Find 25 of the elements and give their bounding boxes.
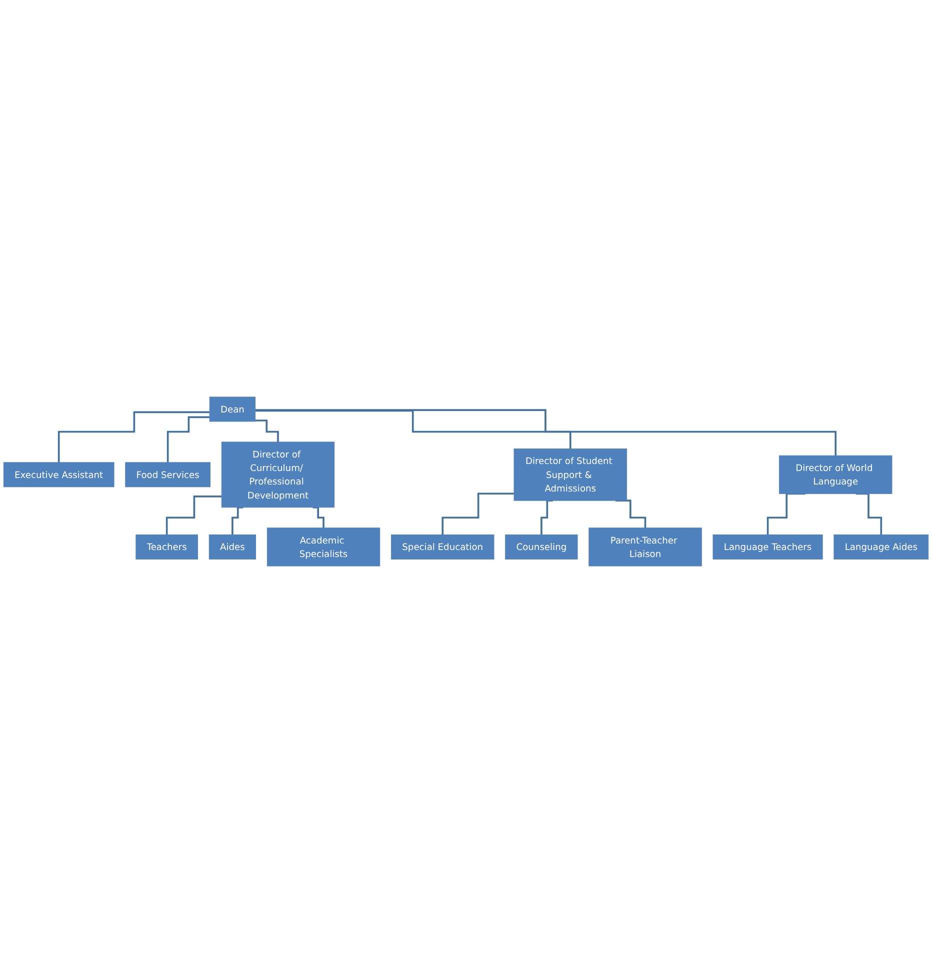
connector xyxy=(232,506,244,536)
node-box: Food Services xyxy=(125,462,210,488)
connector xyxy=(442,492,514,536)
node-box: Special Education xyxy=(391,534,494,560)
node-box: Director of World Language xyxy=(779,455,892,494)
connector xyxy=(312,506,324,529)
node-box: Teachers xyxy=(136,534,198,560)
connector xyxy=(166,496,222,536)
node-box: Language Aides xyxy=(834,534,929,560)
node-box: Parent-Teacher Liaison xyxy=(588,528,702,566)
node-box: Director of Curriculum/ Professional Development xyxy=(221,442,335,508)
node-box: Aides xyxy=(208,534,256,560)
node-box: Dean xyxy=(209,396,256,422)
connector xyxy=(766,492,806,536)
connector xyxy=(166,416,210,464)
connector xyxy=(255,420,279,443)
connector xyxy=(58,411,210,464)
node-box: Executive Assistant xyxy=(3,462,114,488)
connector xyxy=(856,492,882,536)
node-box: Academic Specialists xyxy=(266,528,380,566)
node-box: Language Teachers xyxy=(712,534,823,560)
node-box: Counseling xyxy=(505,534,578,560)
node-box: Director of Student Support & Admissions xyxy=(514,448,627,501)
connector xyxy=(255,410,572,450)
connector xyxy=(255,409,837,456)
